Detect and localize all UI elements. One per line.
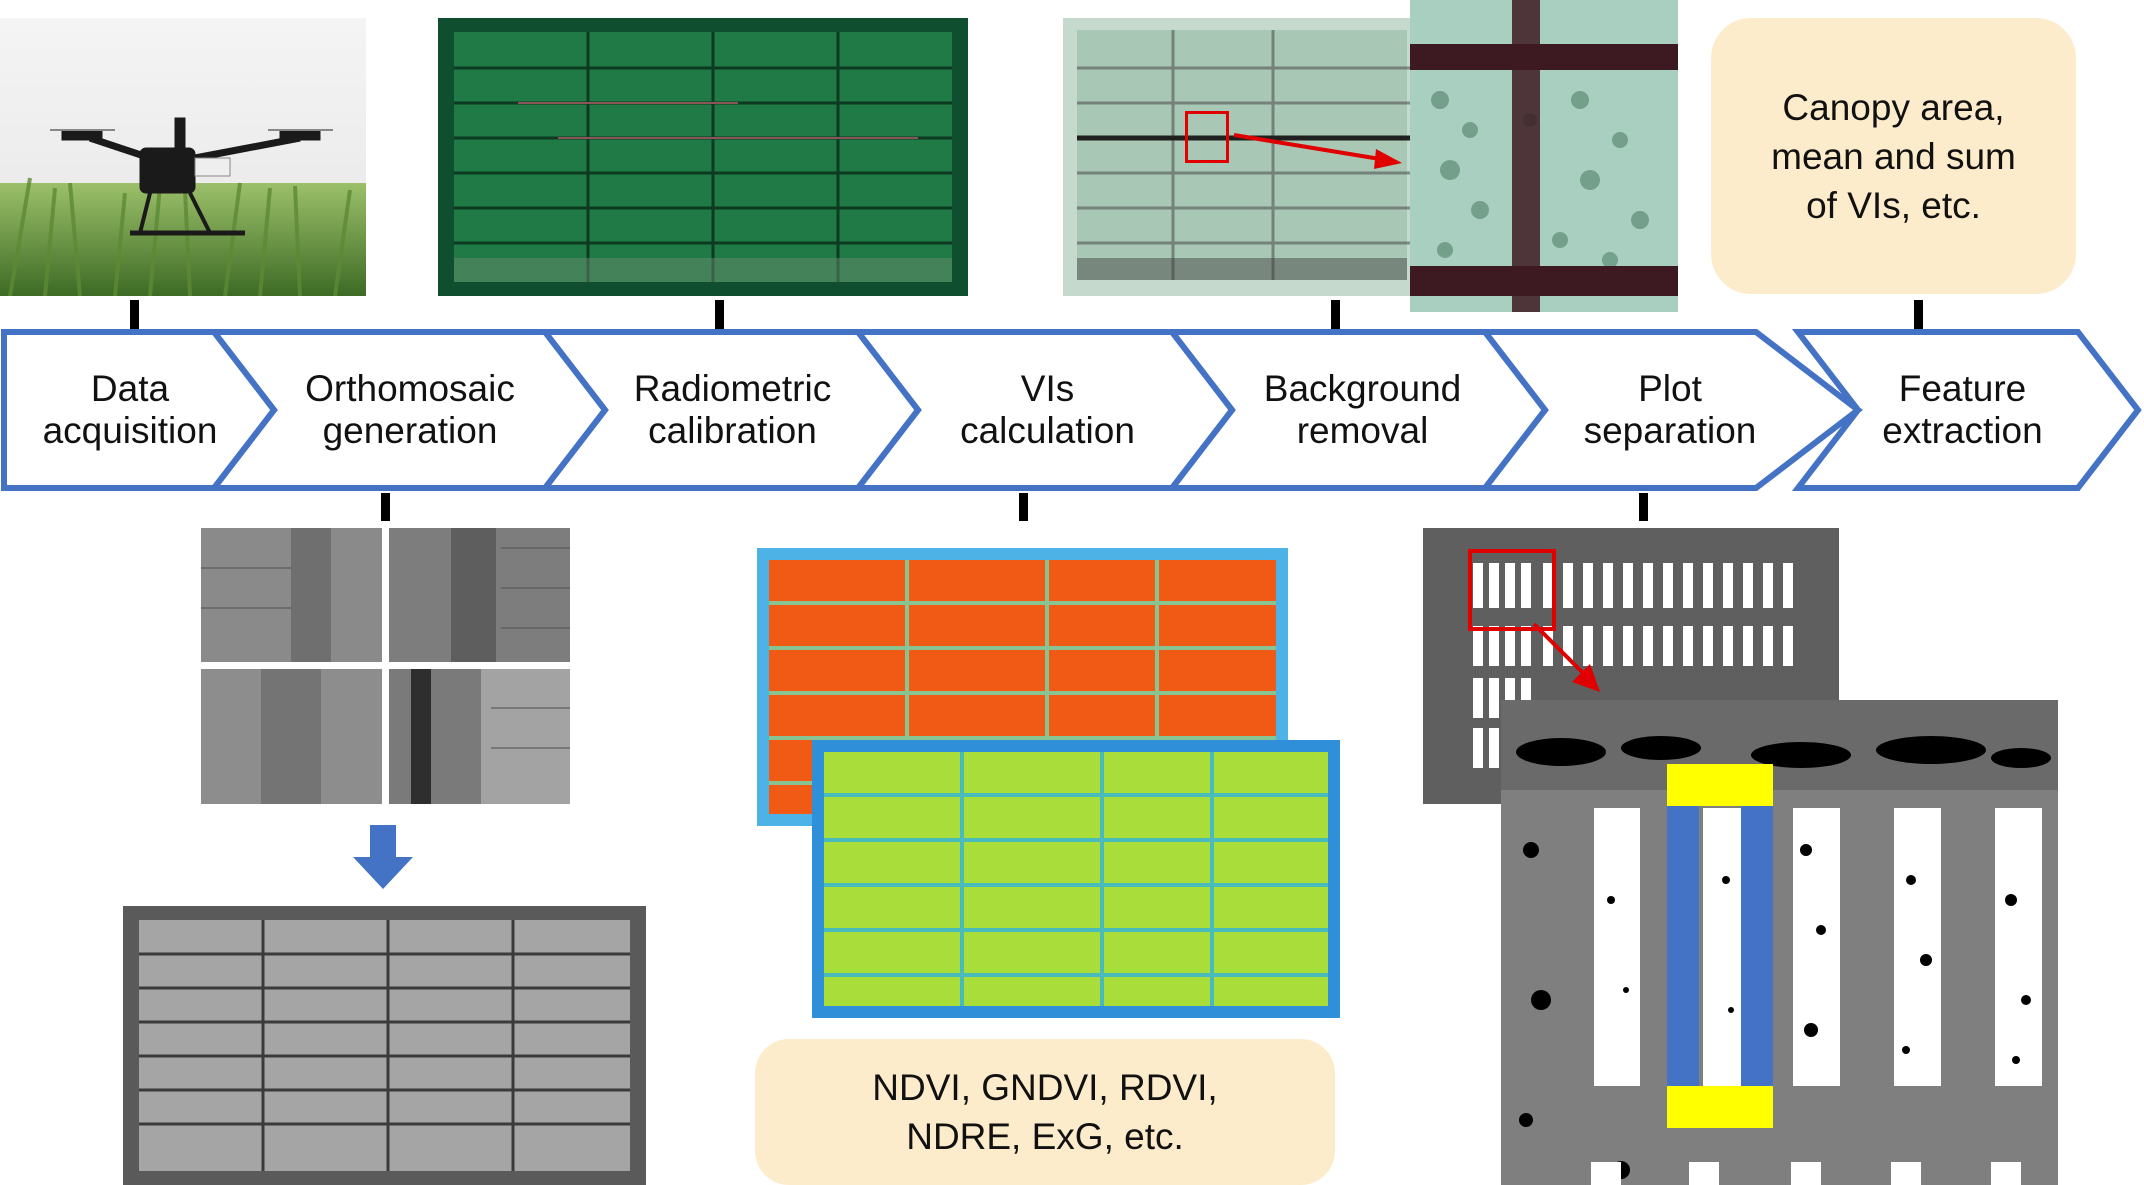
step-4-line-2: calculation bbox=[960, 410, 1135, 451]
pipeline-chevrons bbox=[1, 329, 2142, 491]
features-line-2: mean and sum bbox=[1771, 135, 2016, 177]
tick-raw bbox=[381, 493, 390, 521]
indices-note: NDVI, GNDVI, RDVI, NDRE, ExG, etc. bbox=[755, 1039, 1335, 1185]
zoom-highlight-box bbox=[1185, 111, 1229, 163]
features-line-3: of VIs, etc. bbox=[1806, 184, 1981, 226]
step-7-line-1: Feature bbox=[1898, 368, 2027, 409]
step-5-line-1: Background bbox=[1263, 368, 1462, 409]
plot-zoom-arrow-icon bbox=[1532, 622, 1600, 692]
zoomed-plot-inset bbox=[1410, 0, 1678, 312]
step-1-line-2: acquisition bbox=[42, 410, 218, 451]
features-line-1: Canopy area, bbox=[1782, 86, 2005, 128]
tick-rgb bbox=[715, 300, 724, 330]
rgb-orthomosaic bbox=[438, 18, 968, 296]
indices-line-2: NDRE, ExG, etc. bbox=[906, 1116, 1184, 1157]
indices-line-1: NDVI, GNDVI, RDVI, bbox=[872, 1067, 1218, 1108]
step-5-line-2: removal bbox=[1296, 410, 1429, 451]
step-plot-separation: Plot separation bbox=[1540, 333, 1800, 487]
step-4-line-1: VIs bbox=[1020, 368, 1075, 409]
chevron-1 bbox=[1791, 329, 2142, 491]
step-2-line-2: generation bbox=[322, 410, 498, 451]
tick-vis bbox=[1019, 493, 1028, 521]
tick-drone bbox=[130, 300, 139, 330]
step-6-line-2: separation bbox=[1583, 410, 1757, 451]
tick-bgremoval bbox=[1331, 300, 1340, 330]
step-radiometric-calibration: Radiometric calibration bbox=[600, 333, 865, 487]
chevron-7 bbox=[1, 329, 278, 491]
step-6-line-1: Plot bbox=[1638, 368, 1702, 409]
tick-features bbox=[1914, 300, 1923, 330]
step-7-line-2: extraction bbox=[1882, 410, 2043, 451]
plot-detail-inset bbox=[1501, 700, 2058, 1185]
vi-map-green bbox=[812, 740, 1340, 1018]
step-2-line-1: Orthomosaic bbox=[305, 368, 515, 409]
zoom-arrow-icon bbox=[1233, 133, 1402, 169]
step-vis-calculation: VIs calculation bbox=[915, 333, 1180, 487]
step-3-line-1: Radiometric bbox=[633, 368, 832, 409]
step-data-acquisition: Data acquisition bbox=[10, 333, 250, 487]
drone-photo bbox=[0, 18, 366, 296]
down-arrow-icon bbox=[353, 825, 413, 889]
step-feature-extraction: Feature extraction bbox=[1850, 333, 2075, 487]
step-orthomosaic-generation: Orthomosaic generation bbox=[270, 333, 550, 487]
step-1-line-1: Data bbox=[90, 368, 170, 409]
raw-image-tiles bbox=[201, 528, 570, 804]
step-background-removal: Background removal bbox=[1230, 333, 1495, 487]
features-note: Canopy area, mean and sum of VIs, etc. bbox=[1711, 18, 2076, 294]
plot-highlight-box bbox=[1468, 549, 1556, 631]
background-removed-map bbox=[1063, 18, 1413, 296]
tick-plots bbox=[1639, 493, 1648, 521]
step-3-line-2: calibration bbox=[648, 410, 817, 451]
grayscale-orthomosaic bbox=[123, 906, 646, 1185]
